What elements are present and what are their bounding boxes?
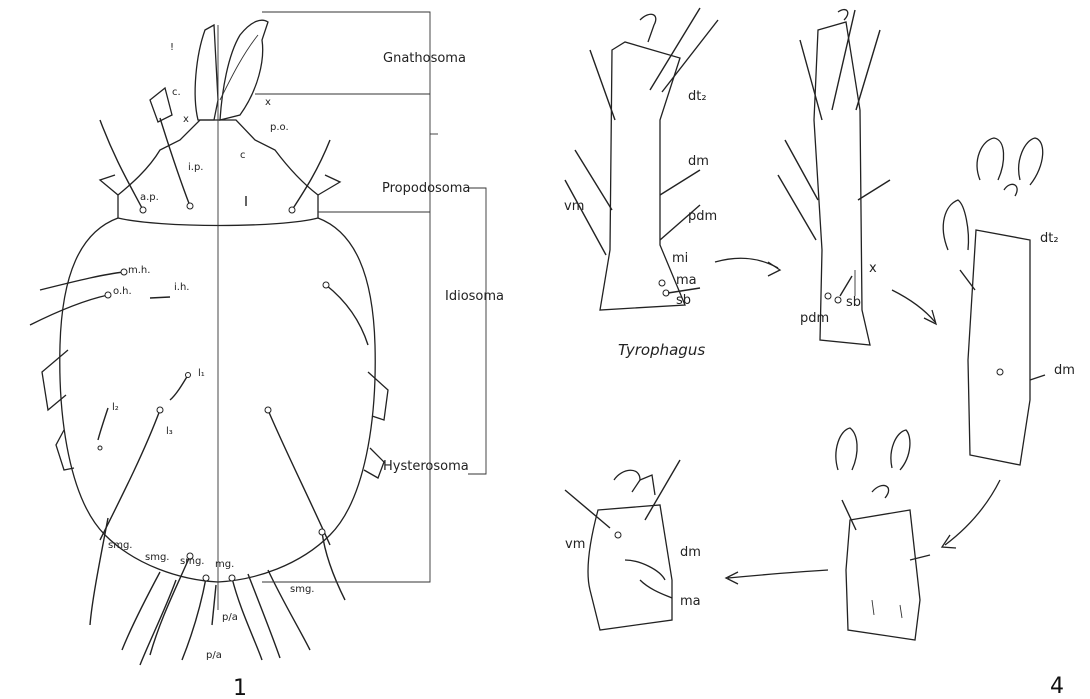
seta-label-mg: mg. bbox=[215, 559, 234, 570]
seta-label-pa-1: p/a bbox=[222, 612, 238, 623]
seta-label-smg-3: smg. bbox=[180, 556, 204, 567]
seta-label-x-left: x bbox=[183, 114, 189, 125]
leg-stub-right-1 bbox=[368, 372, 388, 420]
label-propodosoma: Propodosoma bbox=[382, 181, 470, 196]
chelicera-left bbox=[195, 25, 218, 120]
label-idiosoma: Idiosoma bbox=[445, 289, 504, 304]
leg-stub-left-1 bbox=[42, 350, 68, 410]
seta-label-x-right: x bbox=[265, 97, 271, 108]
seta-label-smg-1: smg. bbox=[108, 540, 132, 551]
label-pdm-b: pdm bbox=[800, 311, 829, 326]
seta-label-mh: m.h. bbox=[128, 265, 150, 276]
seta-labels: ! c. x c x p.o. i.p. a.p. m.h. o.h. i.h.… bbox=[108, 42, 314, 661]
arrow-c-to-d bbox=[945, 480, 1000, 545]
seta-label-smg-2: smg. bbox=[145, 552, 169, 563]
palp-left bbox=[150, 88, 172, 122]
seta-label-po: p.o. bbox=[270, 122, 289, 133]
tarsus-c: dt₂ dm bbox=[943, 138, 1075, 465]
tarsus-a: dt₂ dm vm pdm mi ma sb Tyrophagus bbox=[564, 8, 718, 359]
seta-label-ap: a.p. bbox=[140, 192, 159, 203]
label-mi-a: mi bbox=[672, 251, 688, 266]
label-dm-e: dm bbox=[680, 545, 701, 560]
seta-label-tip: ! bbox=[170, 42, 174, 53]
seta-label-l1: l₁ bbox=[198, 368, 205, 379]
mite-dorsal-drawing: Gnathosoma Propodosoma Idiosoma Hysteros… bbox=[30, 12, 504, 699]
tarsus-b: x pdm sb bbox=[778, 10, 890, 345]
label-pdm-a: pdm bbox=[688, 209, 717, 224]
seta-label-ih: i.h. bbox=[174, 282, 189, 293]
idiosoma-outline bbox=[60, 218, 375, 582]
chelicera-right bbox=[220, 20, 268, 120]
label-sb-b: sb bbox=[846, 295, 861, 310]
seta-label-c-left: c. bbox=[172, 87, 181, 98]
arrow-d-to-e bbox=[728, 570, 828, 578]
seta-label-l2: l₂ bbox=[112, 402, 119, 413]
seta-label-oh: o.h. bbox=[113, 286, 132, 297]
label-gnathosoma: Gnathosoma bbox=[383, 51, 466, 66]
label-x-b: x bbox=[869, 261, 877, 276]
label-ma-a: ma bbox=[676, 273, 697, 288]
tarsus-e: vm dm ma bbox=[565, 460, 701, 630]
seta-label-pa-2: p/a bbox=[206, 650, 222, 661]
genus-label: Tyrophagus bbox=[618, 341, 705, 359]
figure-number-4: 4 bbox=[1050, 674, 1064, 699]
label-dm-c: dm bbox=[1054, 363, 1075, 378]
label-dm-a: dm bbox=[688, 154, 709, 169]
label-sb-a: sb bbox=[676, 293, 691, 308]
label-vm-e: vm bbox=[565, 537, 585, 552]
label-dt2-c: dt₂ bbox=[1040, 231, 1059, 246]
label-vm-a: vm bbox=[564, 199, 584, 214]
label-hysterosoma: Hysterosoma bbox=[383, 459, 469, 474]
seta-label-c-right: c bbox=[240, 150, 246, 161]
seta-label-ip: i.p. bbox=[188, 162, 203, 173]
seta-label-smg-4: smg. bbox=[290, 584, 314, 595]
tarsus-series: dt₂ dm vm pdm mi ma sb Tyrophagus x bbox=[564, 8, 1075, 699]
setae bbox=[30, 118, 368, 665]
tarsus-d bbox=[836, 428, 930, 640]
label-ma-e: ma bbox=[680, 594, 701, 609]
label-dt2-a: dt₂ bbox=[688, 89, 707, 104]
figure-number-1: 1 bbox=[233, 676, 247, 699]
arrow-b-to-c bbox=[892, 290, 935, 322]
seta-label-l3: l₃ bbox=[166, 426, 173, 437]
